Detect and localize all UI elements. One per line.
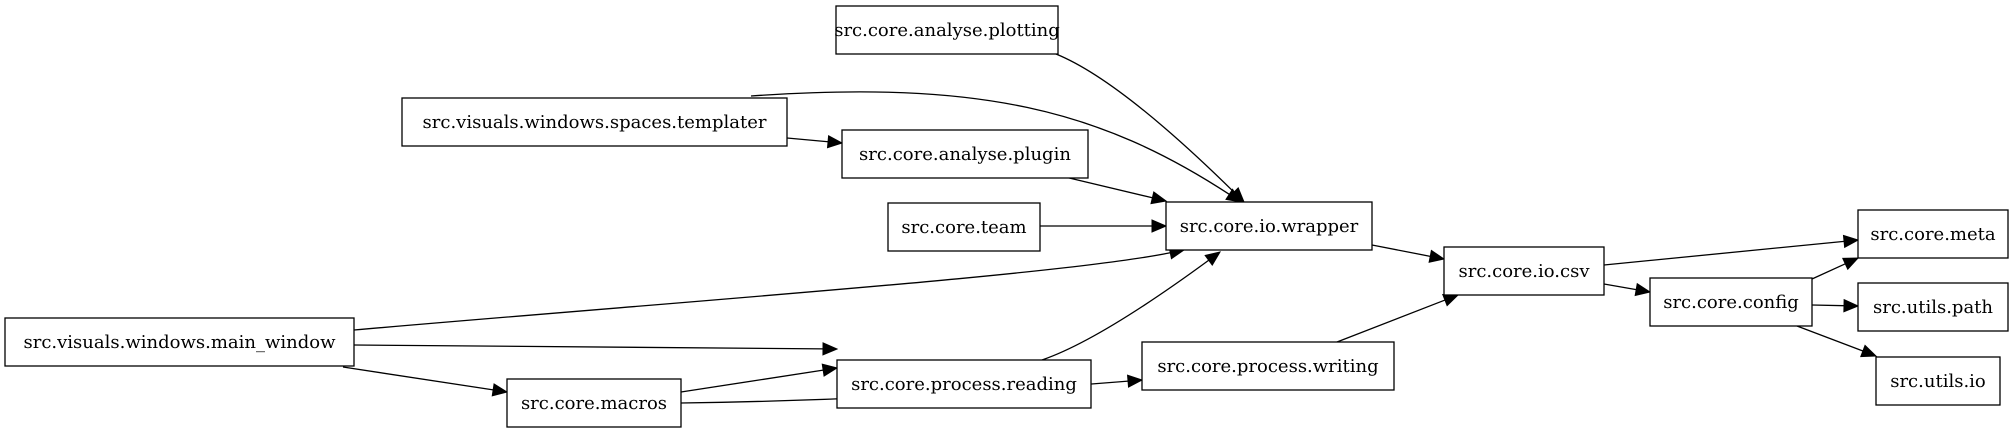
edge-plugin-to-wrapper	[1064, 176, 1168, 205]
node-label: src.core.team	[901, 217, 1026, 238]
edge-plotting-to-wrapper	[1055, 53, 1245, 203]
edges-layer	[342, 53, 1878, 404]
edge-main_window-to-macros	[342, 366, 509, 397]
arrowhead-icon	[1842, 234, 1860, 249]
node-box	[836, 359, 1092, 409]
arrowhead-icon	[826, 134, 844, 149]
node-macros: src.core.macros	[506, 378, 682, 428]
edge-line	[1064, 176, 1153, 199]
node-io: src.utils.io	[1875, 356, 2001, 406]
arrowhead-icon	[1225, 188, 1243, 203]
node-wrapper: src.core.io.wrapper	[1165, 201, 1373, 251]
edge-templater-to-plugin	[786, 134, 844, 149]
node-label: src.utils.io	[1890, 371, 1986, 392]
node-plotting: src.core.analyse.plotting	[834, 5, 1060, 55]
arrowhead-icon	[1150, 191, 1168, 205]
node-box	[835, 5, 1059, 55]
node-reading: src.core.process.reading	[836, 359, 1092, 409]
node-writing: src.core.process.writing	[1141, 341, 1395, 391]
node-plugin: src.core.analyse.plugin	[841, 129, 1089, 179]
edge-wrapper-to-csv	[1371, 244, 1446, 263]
arrowhead-icon	[1204, 251, 1222, 267]
edge-line	[1371, 244, 1431, 257]
edge-line	[1811, 304, 1845, 307]
node-box	[4, 317, 355, 367]
node-path: src.utils.path	[1857, 282, 2009, 332]
node-box	[1857, 209, 2009, 259]
node-label: src.core.meta	[1870, 224, 1995, 245]
edge-line	[1811, 263, 1846, 280]
edge-line	[1041, 259, 1210, 361]
arrowhead-icon	[1634, 282, 1652, 297]
edge-line	[1603, 240, 1845, 266]
node-csv: src.core.io.csv	[1443, 246, 1605, 296]
edge-team-to-wrapper	[1040, 219, 1168, 233]
node-box	[887, 202, 1041, 252]
edge-line	[1796, 325, 1864, 352]
node-box	[1443, 246, 1605, 296]
arrowhead-icon	[491, 383, 509, 397]
node-label: src.utils.path	[1873, 297, 1993, 318]
edge-config-to-io	[1796, 325, 1878, 358]
node-label: src.core.analyse.plotting	[834, 20, 1060, 41]
edge-line	[1055, 53, 1235, 193]
edge-writing-to-csv	[1336, 293, 1460, 343]
edge-csv-to-meta	[1603, 234, 1860, 266]
node-label: src.visuals.windows.main_window	[23, 332, 336, 353]
arrowhead-icon	[1428, 249, 1446, 263]
arrowhead-icon	[1126, 374, 1144, 388]
arrowhead-icon	[822, 342, 839, 356]
edge-templater-to-wrapper	[750, 91, 1243, 203]
node-label: src.visuals.windows.spaces.templater	[423, 112, 767, 133]
arrowhead-icon	[1843, 298, 1860, 313]
edge-main_window-to-reading	[353, 342, 839, 356]
node-box	[1857, 282, 2009, 332]
edge-line	[1603, 283, 1637, 291]
arrowhead-icon	[821, 363, 839, 377]
node-label: src.core.io.csv	[1458, 261, 1590, 282]
node-main-window: src.visuals.windows.main_window	[4, 317, 355, 367]
node-box	[1649, 277, 1813, 327]
arrowhead-icon	[1860, 344, 1878, 358]
edge-line	[786, 137, 829, 143]
node-box	[401, 97, 788, 147]
node-box	[1141, 341, 1395, 391]
arrowhead-icon	[1442, 293, 1460, 307]
edge-config-to-path	[1811, 298, 1860, 313]
edge-macros-to-reading	[680, 363, 839, 393]
node-label: src.core.io.wrapper	[1180, 216, 1359, 237]
node-team: src.core.team	[887, 202, 1041, 252]
node-box	[506, 378, 682, 428]
node-label: src.core.process.reading	[851, 374, 1077, 395]
nodes-layer: src.core.analyse.plotting src.visuals.win…	[4, 5, 2009, 428]
edge-line	[353, 252, 1171, 331]
node-label: src.core.macros	[521, 393, 667, 414]
node-box	[1165, 201, 1373, 251]
node-box	[1875, 356, 2001, 406]
edge-line	[1336, 299, 1446, 343]
edge-csv-to-config	[1603, 282, 1652, 297]
arrowhead-icon	[1151, 219, 1168, 233]
node-box	[841, 129, 1089, 179]
node-templater: src.visuals.windows.spaces.templater	[401, 97, 788, 147]
node-config: src.core.config	[1649, 277, 1813, 327]
edge-reading-to-wrapper	[1041, 251, 1222, 361]
edge-line	[353, 344, 824, 350]
arrowhead-icon	[1842, 257, 1860, 271]
edge-main_window-to-wrapper	[353, 246, 1186, 331]
edge-config-to-meta	[1811, 257, 1860, 280]
node-label: src.core.analyse.plugin	[859, 144, 1071, 165]
node-label: src.core.config	[1663, 292, 1799, 313]
node-label: src.core.process.writing	[1157, 356, 1378, 377]
edge-line	[342, 366, 494, 391]
node-meta: src.core.meta	[1857, 209, 2009, 259]
edge-line	[750, 91, 1230, 195]
edge-line	[680, 369, 824, 393]
